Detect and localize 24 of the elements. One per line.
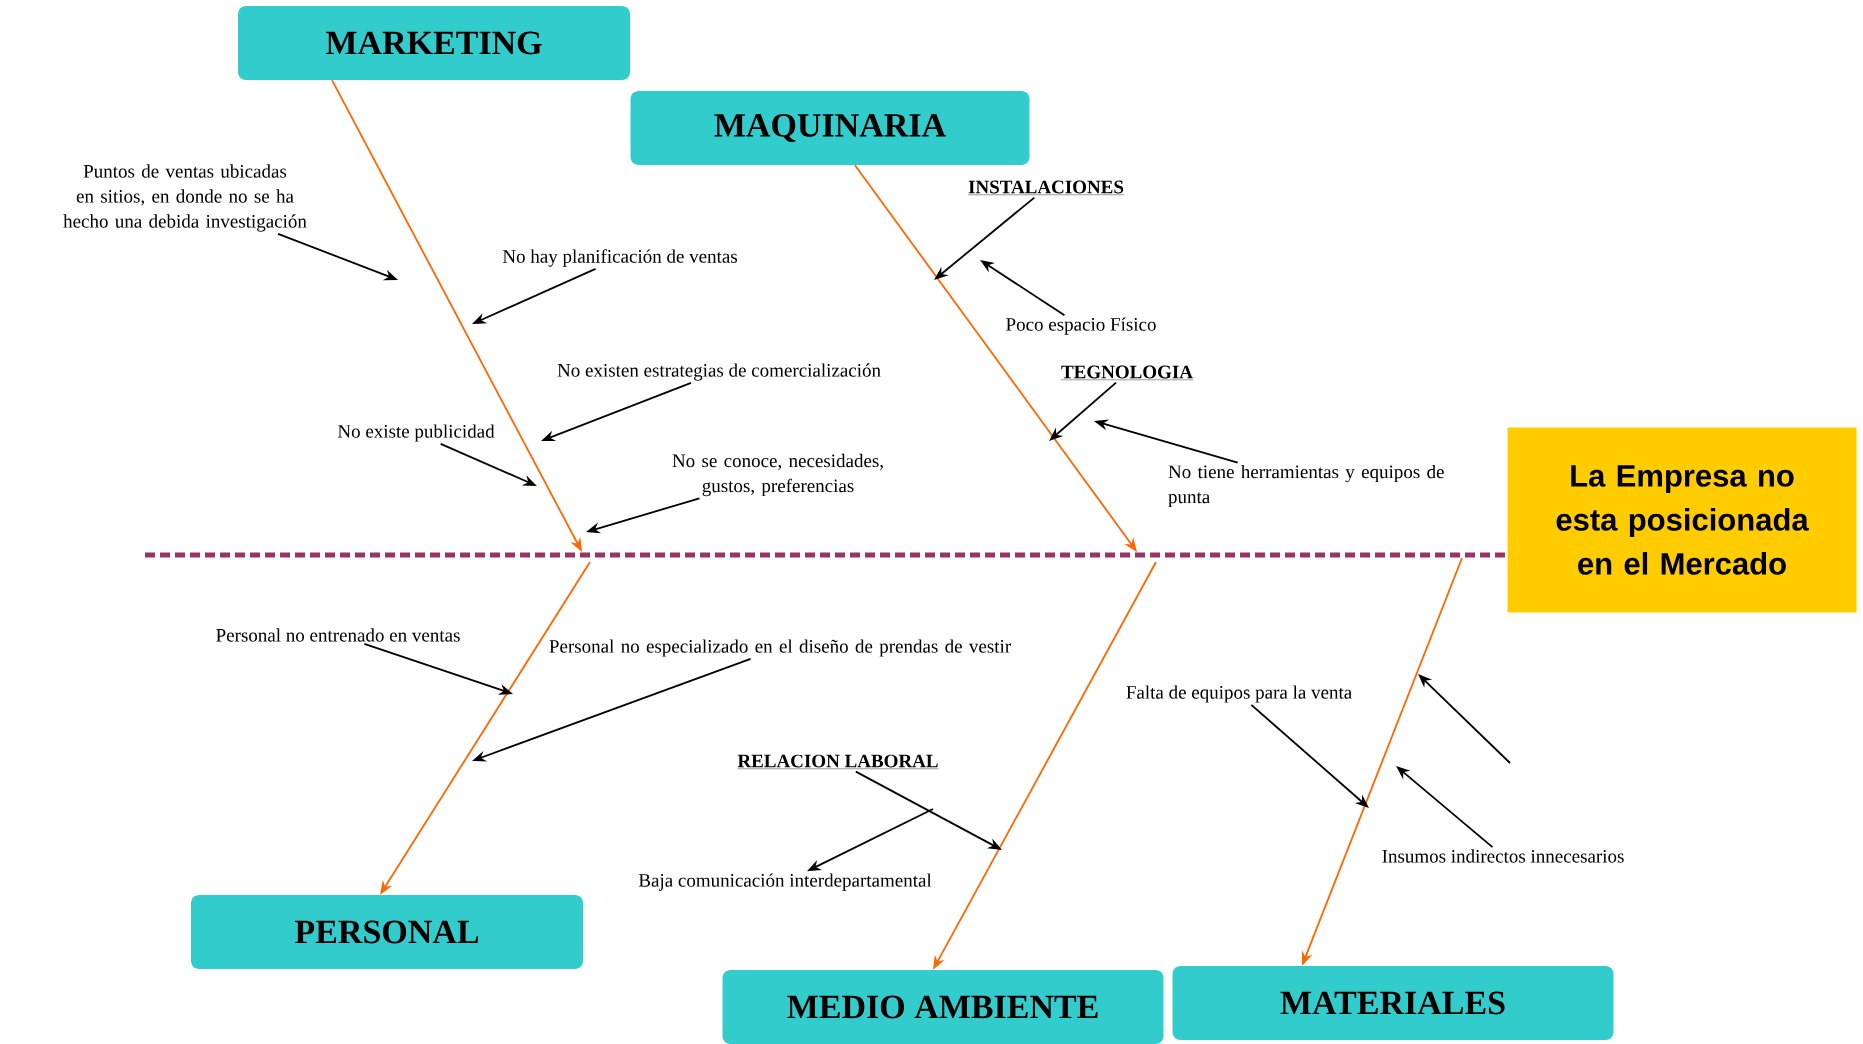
category-box: MATERIALES (1172, 966, 1614, 1040)
cause-text: No existen estrategias de comercialización (557, 363, 881, 381)
category-box: MAQUINARIA (630, 91, 1030, 165)
category-box: MARKETING (238, 6, 630, 80)
subcategory-label: RELACION LABORAL (737, 754, 939, 769)
cause-text: Insumos indirectos innecesarios (1382, 849, 1624, 863)
cause-text: Personal no especializado en el diseño de prendas de vestir (549, 639, 1011, 657)
arrow (1250, 703, 1369, 808)
cause-text: Falta de equipos para la venta (1126, 685, 1352, 703)
cause-text: Poco espacio Físico (1006, 317, 1156, 335)
arrow (1049, 381, 1117, 441)
cause-text: Personal no entrenado en ventas (216, 628, 460, 642)
cause-text: Puntos de ventas ubicadas en sitios, en donde no se ha hecho una debida investigación (63, 164, 307, 232)
category-box: MEDIO AMBIENTE (722, 970, 1164, 1044)
spine-line (145, 552, 1508, 558)
cause-text: Baja comunicación interdepartamental (638, 873, 932, 891)
cause-text: No tiene herramientas y equipos de punta (1168, 464, 1444, 508)
subcategory-label: INSTALACIONES (967, 180, 1125, 195)
subcategory-label: TEGNOLOGIA (1060, 365, 1194, 380)
cause-text: No existe publicidad (337, 424, 495, 442)
category-box: PERSONAL (191, 895, 583, 969)
effect-box: La Empresa no esta posicionada en el Mercado (1507, 427, 1857, 613)
cause-text: No hay planificación de ventas (502, 249, 737, 267)
cause-text: No se conoce, necesidades, gustos, preferencias (672, 453, 883, 497)
